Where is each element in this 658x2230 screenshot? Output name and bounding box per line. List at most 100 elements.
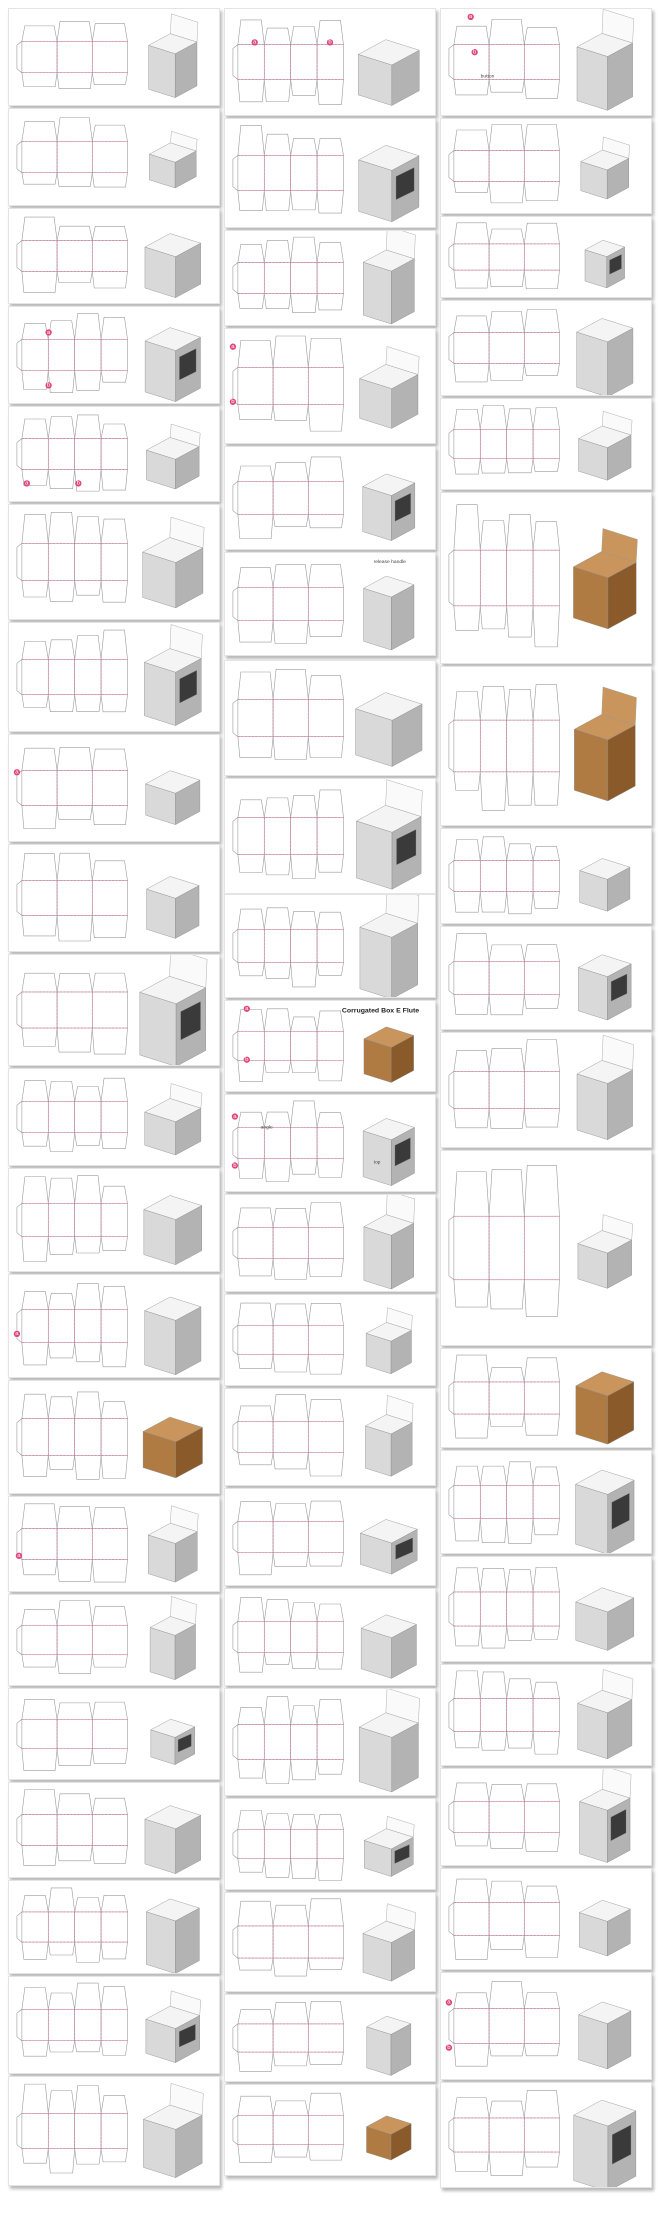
- box-3d-render: [355, 779, 423, 890]
- die-line-template: [232, 1500, 344, 1576]
- template-card[interactable]: [8, 1068, 220, 1166]
- box-3d-render: [365, 1307, 413, 1375]
- template-card[interactable]: [8, 622, 220, 732]
- template-card[interactable]: [440, 1348, 652, 1448]
- template-card[interactable]: a: [8, 1496, 220, 1592]
- template-card[interactable]: [224, 1294, 436, 1386]
- box-3d-render: [144, 1805, 202, 1874]
- template-card[interactable]: [440, 1664, 652, 1766]
- template-card[interactable]: [8, 208, 220, 304]
- box-3d-render: [144, 1083, 203, 1156]
- template-card[interactable]: [224, 1892, 436, 1992]
- template-card[interactable]: [224, 1994, 436, 2082]
- marker-label: a: [233, 1114, 237, 1120]
- template-card[interactable]: [8, 844, 220, 952]
- corrugated-caption: Corrugated Box E Flute: [342, 1008, 419, 1015]
- label-marker-icon: a: [251, 39, 258, 46]
- template-card[interactable]: [224, 660, 436, 776]
- box-3d-render: [143, 1195, 203, 1265]
- template-card[interactable]: [8, 504, 220, 620]
- button-note: button: [481, 74, 495, 80]
- die-line-template: [16, 117, 128, 188]
- template-card[interactable]: [440, 666, 652, 826]
- die-line-template: [16, 1982, 128, 2057]
- die-line-template: [232, 335, 344, 432]
- template-card[interactable]: [8, 8, 220, 106]
- die-line-template: [232, 1898, 344, 1977]
- template-card[interactable]: [440, 1032, 652, 1148]
- template-card[interactable]: [440, 118, 652, 214]
- template-card[interactable]: [8, 1782, 220, 1878]
- die-line-template: [16, 1887, 128, 1963]
- template-card[interactable]: [440, 1868, 652, 1970]
- label-marker-icon: a: [15, 1552, 23, 1559]
- template-card[interactable]: [224, 1388, 436, 1486]
- box-3d-render: [362, 1118, 415, 1186]
- template-card[interactable]: [224, 778, 436, 894]
- template-card[interactable]: [224, 1194, 436, 1292]
- template-card[interactable]: [224, 1488, 436, 1586]
- template-card[interactable]: [224, 1588, 436, 1686]
- template-card[interactable]: [440, 1450, 652, 1554]
- template-card[interactable]: [8, 2076, 220, 2186]
- template-card[interactable]: [440, 2082, 652, 2188]
- template-card[interactable]: [8, 1168, 220, 1272]
- marker-label: a: [17, 1553, 21, 1559]
- template-card[interactable]: a: [8, 734, 220, 842]
- template-card[interactable]: [224, 118, 436, 228]
- template-card[interactable]: [8, 954, 220, 1066]
- die-line-template: [16, 972, 128, 1055]
- template-card[interactable]: [8, 1688, 220, 1780]
- template-card[interactable]: [440, 216, 652, 298]
- box-3d-render: [358, 145, 420, 223]
- die-line-template: [448, 836, 560, 915]
- template-card[interactable]: [440, 300, 652, 396]
- template-card[interactable]: [224, 446, 436, 550]
- box-3d-render: [577, 954, 632, 1021]
- die-line-template: [448, 1670, 560, 1755]
- template-card[interactable]: [8, 1880, 220, 1974]
- template-card[interactable]: [440, 828, 652, 924]
- template-card[interactable]: [440, 1150, 652, 1346]
- template-card[interactable]: [440, 1556, 652, 1662]
- die-line-template: [16, 1503, 128, 1583]
- die-line-template: [16, 21, 128, 89]
- die-line-template: [232, 1696, 344, 1785]
- template-card[interactable]: [440, 1768, 652, 1866]
- label-marker-icon: b: [229, 398, 237, 405]
- template-card[interactable]: [8, 1380, 220, 1494]
- box-3d-render: [575, 1371, 635, 1445]
- template-card[interactable]: [224, 2084, 436, 2176]
- template-card[interactable]: [224, 1798, 436, 1890]
- box-3d-render: [358, 1689, 420, 1793]
- template-card[interactable]: [440, 398, 652, 490]
- box-3d-render: [578, 1900, 631, 1957]
- template-card[interactable]: [224, 1688, 436, 1796]
- template-card[interactable]: [8, 1594, 220, 1686]
- marker-label: b: [447, 2045, 451, 2051]
- box-3d-render: [576, 1034, 634, 1140]
- box-3d-render: [363, 1026, 415, 1083]
- template-card[interactable]: [8, 1976, 220, 2074]
- die-line-template: [16, 747, 128, 830]
- box-3d-render: [572, 528, 638, 630]
- template-card[interactable]: release handle: [224, 552, 436, 656]
- template-card[interactable]: [440, 926, 652, 1030]
- die-line-template: [448, 405, 560, 475]
- label-marker-icon: a: [45, 329, 52, 336]
- template-card[interactable]: a: [8, 1274, 220, 1378]
- box-3d-render: [359, 895, 420, 997]
- template-card[interactable]: [440, 492, 652, 664]
- template-card[interactable]: [224, 894, 436, 998]
- box-3d-render: [139, 955, 208, 1065]
- template-card[interactable]: [224, 230, 436, 326]
- template-card[interactable]: [8, 108, 220, 206]
